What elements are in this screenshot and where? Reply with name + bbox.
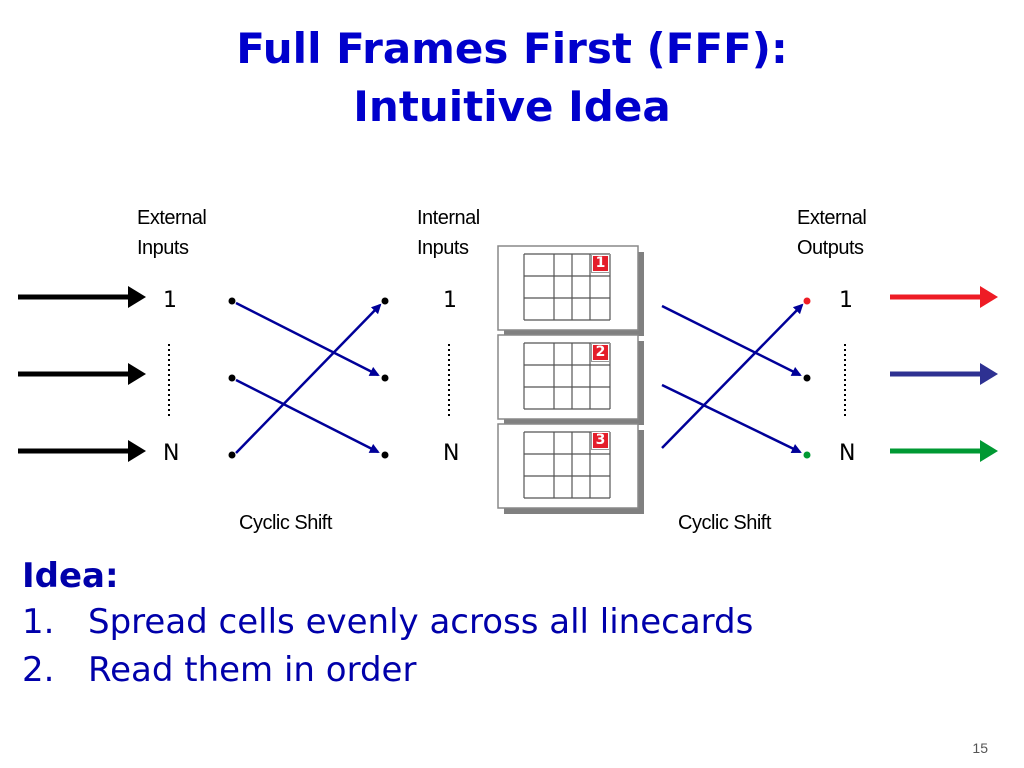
right-dst-dot-N [803, 451, 811, 459]
linecards [497, 245, 644, 514]
linecard-1 [497, 245, 644, 336]
idea-item-1-number: 1. [22, 602, 55, 642]
left-src-dot-N [228, 451, 236, 459]
right-link-1 [661, 304, 802, 377]
linecard-3 [497, 423, 644, 514]
int-input-port-N: N [443, 441, 460, 466]
left-src-dot-1 [228, 297, 236, 305]
linecard-2 [497, 334, 644, 425]
input-arrowhead-2 [128, 363, 146, 385]
external-inputs-label-line2: Inputs [137, 237, 189, 259]
linecard-badge-1: 1 [592, 255, 609, 272]
output-arrows [890, 286, 998, 462]
left-link-2 [235, 378, 380, 454]
title-line-2: Intuitive Idea [353, 82, 671, 131]
left-link-1 [235, 301, 380, 377]
idea-heading: Idea: [22, 556, 119, 596]
left-dst-dot-N [381, 451, 389, 459]
right-cyclic-shift [661, 297, 811, 459]
right-link-2 [661, 383, 802, 454]
ext-input-port-1: 1 [163, 288, 177, 313]
left-cyclic-shift [228, 297, 389, 459]
internal-inputs-label: Internal Inputs [417, 203, 480, 263]
left-src-dot-2 [228, 374, 236, 382]
idea-item-2-number: 2. [22, 650, 55, 690]
internal-inputs-label-line2: Inputs [417, 237, 469, 259]
cyclic-shift-label-right: Cyclic Shift [678, 512, 771, 534]
right-dst-dot-1 [803, 297, 811, 305]
external-outputs-label-line1: External [797, 207, 867, 229]
left-dst-dot-2 [381, 374, 389, 382]
int-input-port-1: 1 [443, 288, 457, 313]
slide-title: Full Frames First (FFF): Intuitive Idea [0, 20, 1024, 136]
input-arrowhead-3 [128, 440, 146, 462]
ext-input-port-N: N [163, 441, 180, 466]
right-dst-dot-2 [803, 374, 811, 382]
cyclic-shift-label-left: Cyclic Shift [239, 512, 332, 534]
left-link-3 [235, 303, 382, 454]
output-arrowhead-green [980, 440, 998, 462]
title-line-1: Full Frames First (FFF): [236, 24, 788, 73]
output-arrowhead-red [980, 286, 998, 308]
internal-inputs-label-line1: Internal [417, 207, 480, 229]
linecard-badge-2: 2 [592, 344, 609, 361]
ext-output-port-N: N [839, 441, 856, 466]
ext-output-port-1: 1 [839, 288, 853, 313]
external-inputs-label-line1: External [137, 207, 207, 229]
input-arrowhead-1 [128, 286, 146, 308]
external-outputs-label: External Outputs [797, 203, 867, 263]
idea-item-1-text: Spread cells evenly across all linecards [88, 602, 754, 642]
external-inputs-label: External Inputs [137, 203, 207, 263]
idea-item-2-text: Read them in order [88, 650, 417, 690]
right-link-3 [661, 303, 804, 449]
output-arrowhead-blue [980, 363, 998, 385]
input-arrows [18, 286, 146, 462]
left-dst-dot-1 [381, 297, 389, 305]
external-outputs-label-line2: Outputs [797, 237, 864, 259]
linecard-badge-3: 3 [592, 432, 609, 449]
page-number: 15 [972, 740, 988, 756]
